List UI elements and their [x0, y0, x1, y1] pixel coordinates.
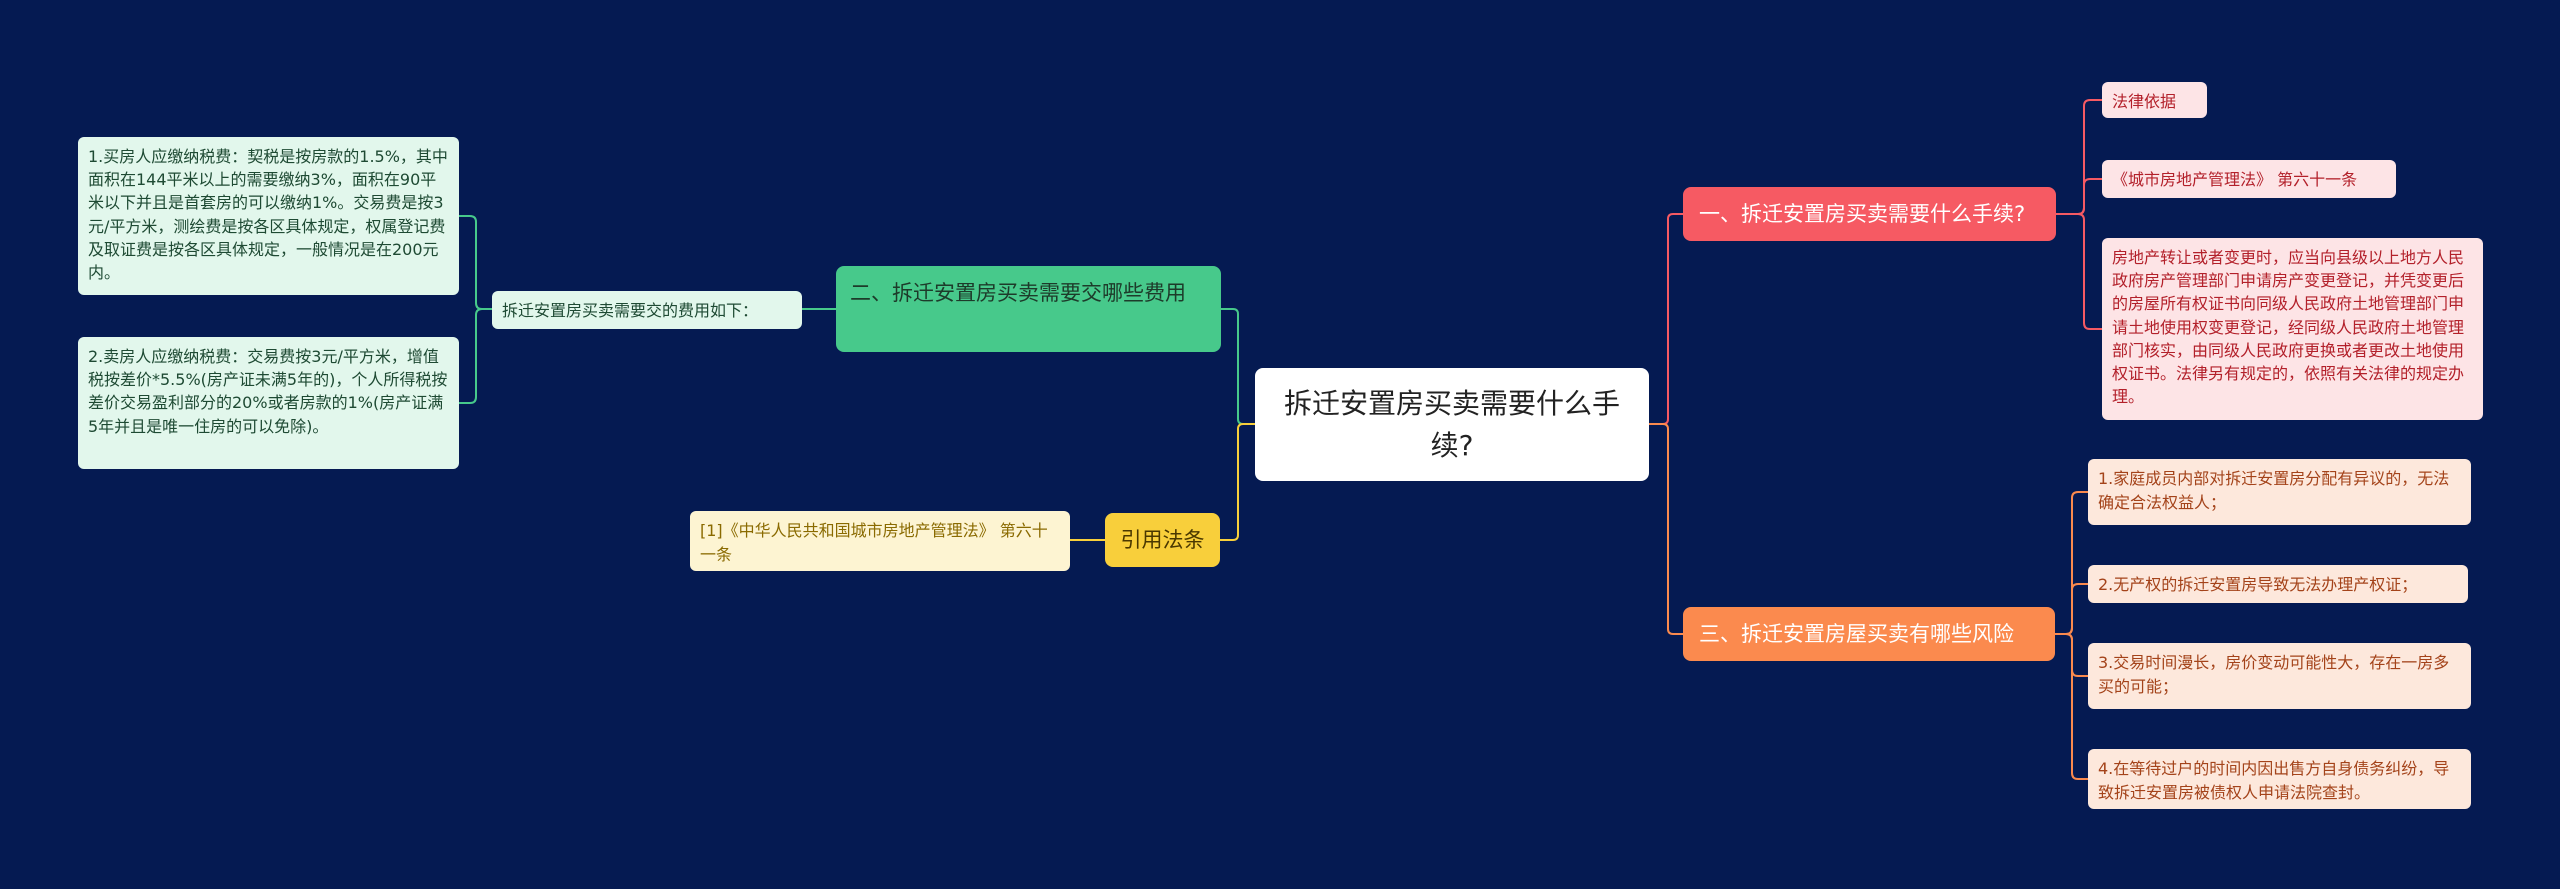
leaf-cited-law-1[interactable]: [1]《中华人民共和国城市房地产管理法》 第六十一条 [690, 511, 1070, 571]
link-mid-c2 [459, 308, 492, 404]
leaf-risk-2[interactable]: 2.无产权的拆迁安置房导致无法办理产权证； [2088, 565, 2468, 603]
leaf-law-text[interactable]: 房地产转让或者变更时，应当向县级以上地方人民政府房产管理部门申请房产变更登记，并… [2102, 238, 2483, 420]
branch-cited-law-label: 引用法条 [1120, 528, 1205, 552]
leaf-risk-1[interactable]: 1.家庭成员内部对拆迁安置房分配有异议的，无法确定合法权益人； [2088, 459, 2471, 525]
branch-procedures[interactable]: 一、拆迁安置房买卖需要什么手续? [1683, 187, 2056, 241]
subtopic-fees-intro-label: 拆迁安置房买卖需要交的费用如下： [502, 301, 759, 320]
leaf-legal-basis-label: 法律依据 [2112, 92, 2177, 111]
leaf-seller-fees[interactable]: 2.卖房人应缴纳税费：交易费按3元/平方米，增值税按差价*5.5%(房产证未满5… [78, 337, 459, 469]
branch-fees-label: 二、拆迁安置房买卖需要交哪些费用 [850, 281, 1186, 305]
branch-fees[interactable]: 二、拆迁安置房买卖需要交哪些费用 [836, 266, 1221, 352]
link-b3-c2 [2055, 583, 2088, 635]
link-root-b3 [1649, 423, 1683, 635]
branch-procedures-label: 一、拆迁安置房买卖需要什么手续? [1699, 202, 2026, 226]
link-b1-c2 [2056, 178, 2102, 215]
leaf-risk-4[interactable]: 4.在等待过户的时间内因出售方自身债务纠纷，导致拆迁安置房被债权人申请法院查封。 [2088, 749, 2471, 809]
leaf-risk-1-label: 1.家庭成员内部对拆迁安置房分配有异议的，无法确定合法权益人； [2098, 469, 2450, 512]
subtopic-fees-intro[interactable]: 拆迁安置房买卖需要交的费用如下： [492, 291, 802, 329]
leaf-buyer-fees[interactable]: 1.买房人应缴纳税费：契税是按房款的1.5%，其中面积在144平米以上的需要缴纳… [78, 137, 459, 295]
root-topic-label: 拆迁安置房买卖需要什么手续? [1283, 386, 1620, 462]
leaf-buyer-fees-label: 1.买房人应缴纳税费：契税是按房款的1.5%，其中面积在144平米以上的需要缴纳… [88, 147, 448, 282]
link-root-b4 [1220, 423, 1255, 541]
leaf-law-article-label: 《城市房地产管理法》 第六十一条 [2112, 170, 2358, 189]
leaf-legal-basis[interactable]: 法律依据 [2102, 82, 2207, 118]
leaf-risk-3[interactable]: 3.交易时间漫长，房价变动可能性大，存在一房多买的可能； [2088, 643, 2471, 709]
root-topic[interactable]: 拆迁安置房买卖需要什么手续? [1255, 368, 1649, 481]
leaf-seller-fees-label: 2.卖房人应缴纳税费：交易费按3元/平方米，增值税按差价*5.5%(房产证未满5… [88, 347, 448, 436]
link-mid-c1 [459, 215, 492, 310]
link-root-b2 [1221, 308, 1255, 425]
leaf-risk-2-label: 2.无产权的拆迁安置房导致无法办理产权证； [2098, 575, 2418, 594]
leaf-law-article[interactable]: 《城市房地产管理法》 第六十一条 [2102, 160, 2396, 198]
branch-risks[interactable]: 三、拆迁安置房屋买卖有哪些风险 [1683, 607, 2055, 661]
link-root-b1 [1649, 213, 1683, 425]
branch-risks-label: 三、拆迁安置房屋买卖有哪些风险 [1699, 622, 2014, 646]
leaf-law-text-label: 房地产转让或者变更时，应当向县级以上地方人民政府房产管理部门申请房产变更登记，并… [2112, 248, 2465, 407]
link-b1-c1 [2056, 99, 2102, 215]
link-b1-c3 [2056, 213, 2102, 330]
leaf-risk-3-label: 3.交易时间漫长，房价变动可能性大，存在一房多买的可能； [2098, 653, 2450, 696]
link-b3-c4 [2055, 633, 2088, 780]
leaf-cited-law-1-label: [1]《中华人民共和国城市房地产管理法》 第六十一条 [700, 521, 1048, 564]
branch-cited-law[interactable]: 引用法条 [1105, 513, 1220, 567]
leaf-risk-4-label: 4.在等待过户的时间内因出售方自身债务纠纷，导致拆迁安置房被债权人申请法院查封。 [2098, 759, 2450, 802]
